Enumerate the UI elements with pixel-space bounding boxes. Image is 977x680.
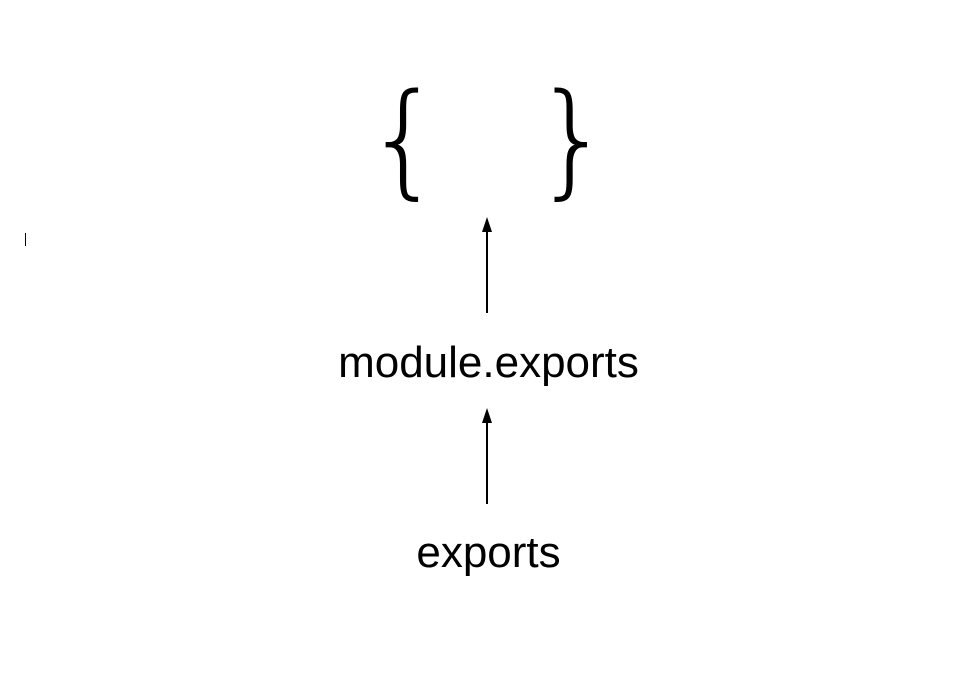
arrow-head [482,408,492,423]
text-cursor-mark [25,233,26,246]
module-exports-node: module.exports [338,338,639,387]
exports-node: exports [416,528,561,577]
arrow-exports-to-module-exports [482,408,492,504]
open-brace: { [364,68,444,212]
arrow-head [482,217,492,232]
close-brace: } [533,68,613,212]
arrow-module-exports-to-object [482,217,492,313]
object-node: {} [0,78,977,202]
